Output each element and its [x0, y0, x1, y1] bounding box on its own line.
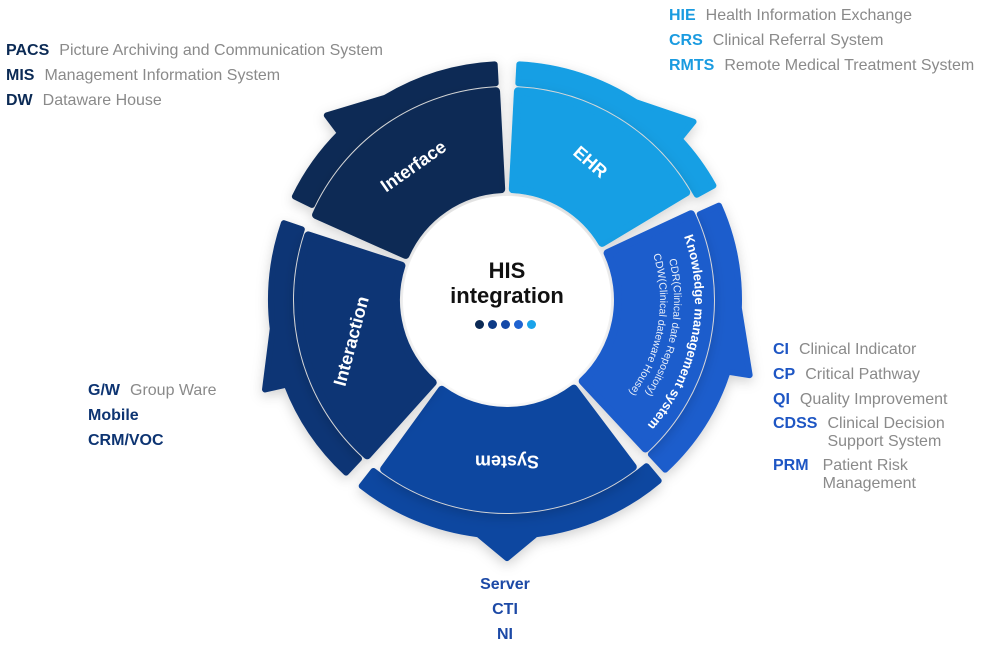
outer-arc-knowledge: [647, 202, 753, 473]
dot-3: [501, 320, 510, 329]
legend-abbr: Mobile: [88, 407, 139, 424]
legend-desc: Picture Archiving and Communication Syst…: [59, 42, 383, 59]
dot-2: [488, 320, 497, 329]
segment-system: [380, 384, 637, 513]
segment-interface: [312, 87, 506, 259]
legend-abbr: CRM/VOC: [88, 432, 164, 449]
legend-interaction: G/W Group Ware Mobile CRM/VOC: [88, 378, 217, 453]
legend-system: Server CTI NI: [455, 572, 555, 647]
legend-abbr: RMTS: [669, 57, 715, 74]
legend-item: Server: [455, 572, 555, 597]
legend-abbr: QI: [773, 391, 790, 408]
legend-item: RMTS Remote Medical Treatment System: [669, 53, 974, 78]
center-title-line2: integration: [450, 283, 564, 308]
legend-item: PACS Picture Archiving and Communication …: [6, 38, 383, 63]
legend-abbr: HIE: [669, 7, 696, 24]
legend-desc: Remote Medical Treatment System: [724, 57, 975, 74]
center-dots: [475, 320, 536, 329]
legend-abbr: DW: [6, 92, 33, 109]
legend-ehr: HIE Health Information Exchange CRS Clinic…: [669, 3, 974, 78]
legend-abbr: CTI: [492, 601, 518, 618]
legend-item: QI Quality Improvement: [773, 387, 957, 412]
legend-item: PRM Patient Risk Management: [773, 457, 957, 493]
legend-abbr: CP: [773, 366, 796, 383]
outer-arc-ehr: [515, 61, 717, 198]
legend-item: CRM/VOC: [88, 428, 217, 453]
legend-abbr: CDSS: [773, 415, 818, 432]
legend-abbr: NI: [497, 626, 513, 643]
center-title: HIS integration: [407, 258, 607, 308]
outer-arc-layer: [262, 61, 753, 561]
dot-1: [475, 320, 484, 329]
legend-item: NI: [455, 622, 555, 647]
legend-abbr: MIS: [6, 67, 35, 84]
legend-desc: Clinical Referral System: [712, 32, 884, 49]
legend-abbr: PRM: [773, 457, 809, 474]
legend-abbr: Server: [480, 576, 530, 593]
legend-desc: Dataware House: [42, 92, 162, 109]
legend-desc: Quality Improvement: [799, 391, 948, 408]
outer-arc-interface: [291, 61, 499, 208]
legend-abbr: CRS: [669, 32, 703, 49]
center-title-line1: HIS: [488, 258, 526, 283]
legend-desc: Clinical Indicator: [799, 341, 917, 358]
legend-desc: Patient Risk Management: [822, 457, 916, 492]
center-circle: [403, 196, 611, 404]
segment-interaction: [294, 231, 437, 460]
legend-desc: Health Information Exchange: [705, 7, 913, 24]
legend-abbr: CI: [773, 341, 789, 358]
legend-abbr: PACS: [6, 42, 50, 59]
outer-arc-interaction: [262, 220, 363, 476]
legend-desc: Clinical Decision Support System: [827, 415, 945, 450]
inner-segment-layer: [294, 87, 714, 513]
legend-item: HIE Health Information Exchange: [669, 3, 974, 28]
legend-desc: Management Information System: [44, 67, 281, 84]
legend-interface: PACS Picture Archiving and Communication …: [6, 38, 383, 113]
legend-desc: Group Ware: [130, 382, 217, 399]
legend-item: MIS Management Information System: [6, 63, 383, 88]
legend-item: CRS Clinical Referral System: [669, 28, 974, 53]
legend-item: CP Critical Pathway: [773, 362, 957, 387]
segment-label-system: System: [475, 451, 539, 471]
dot-4: [514, 320, 523, 329]
segment-ehr: [508, 87, 691, 247]
legend-item: G/W Group Ware: [88, 378, 217, 403]
legend-item: CI Clinical Indicator: [773, 337, 957, 362]
legend-item: CTI: [455, 597, 555, 622]
dot-5: [527, 320, 536, 329]
legend-desc: Critical Pathway: [805, 366, 920, 383]
legend-abbr: G/W: [88, 382, 120, 399]
legend-item: CDSS Clinical Decision Support System: [773, 415, 957, 451]
legend-item: Mobile: [88, 403, 217, 428]
segment-knowledge: [578, 210, 714, 453]
legend-item: DW Dataware House: [6, 88, 383, 113]
outer-arc-system: [358, 463, 662, 561]
